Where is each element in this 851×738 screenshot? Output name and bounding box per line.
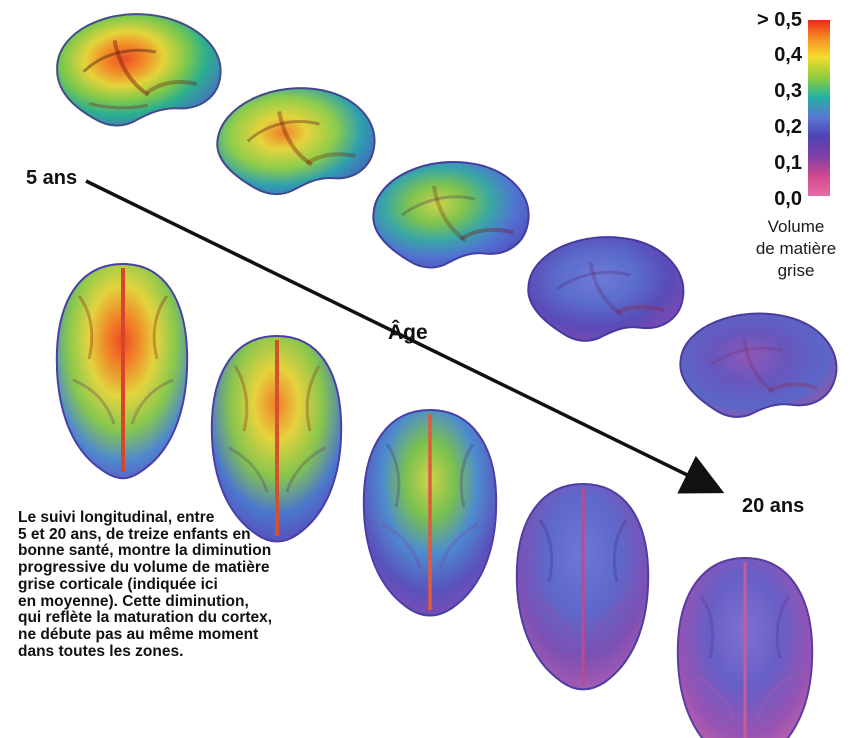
age-arrow — [85, 179, 725, 494]
top-brain-age-5 — [55, 262, 189, 480]
top-brains — [55, 262, 814, 738]
age-axis-label: Âge — [388, 321, 428, 344]
end-age-label: 20 ans — [742, 495, 805, 517]
lateral-brain-age-8 — [216, 87, 376, 196]
legend-color-scale — [808, 20, 830, 196]
lateral-brain-age-5 — [56, 13, 222, 127]
legend-ticks: > 0,5 0,4 0,3 0,2 0,1 0,0 — [720, 10, 802, 210]
top-brain-age-15 — [515, 482, 650, 691]
legend-tick: 0,1 — [774, 152, 802, 174]
lateral-brains — [56, 13, 838, 418]
caption-line: bonne santé, montre la diminution — [18, 542, 272, 560]
top-brain-age-11 — [362, 408, 498, 617]
caption-line: dans toutes les zones. — [18, 642, 184, 660]
top-brain-age-20 — [676, 556, 814, 738]
legend-tick: 0,4 — [774, 44, 802, 66]
caption-line: qui reflète la maturation du cortex, — [18, 609, 273, 627]
legend-title-line: de matière — [755, 238, 837, 258]
legend-title-line: Volume — [767, 217, 825, 236]
legend-tick: > 0,5 — [756, 9, 802, 31]
legend-tick: 0,0 — [774, 188, 802, 210]
color-legend: > 0,5 0,4 0,3 0,2 0,1 0,0 Volume de mati… — [720, 10, 846, 300]
caption-line: 5 et 20 ans, de treize enfants en — [18, 525, 251, 543]
lateral-brain-age-15 — [527, 236, 685, 342]
legend-title: Volume de matière grise — [744, 216, 848, 281]
caption-line: ne débute pas au même moment — [18, 626, 259, 644]
legend-title-line: grise — [777, 260, 815, 280]
caption-line: Le suivi longitudinal, entre — [18, 509, 215, 526]
figure-caption: Le suivi longitudinal, entre 5 et 20 ans… — [18, 509, 304, 661]
legend-tick: 0,2 — [774, 116, 802, 138]
caption-line: en moyenne). Cette diminution, — [18, 592, 249, 610]
lateral-brain-age-20 — [679, 312, 838, 418]
caption-line: progressive du volume de matière — [18, 559, 270, 577]
caption-line: grise corticale (indiquée ici — [18, 575, 218, 593]
start-age-label: 5 ans — [26, 167, 78, 189]
top-brain-age-8 — [210, 334, 343, 543]
legend-tick: 0,3 — [774, 80, 802, 102]
lateral-brain-age-11 — [372, 160, 530, 269]
